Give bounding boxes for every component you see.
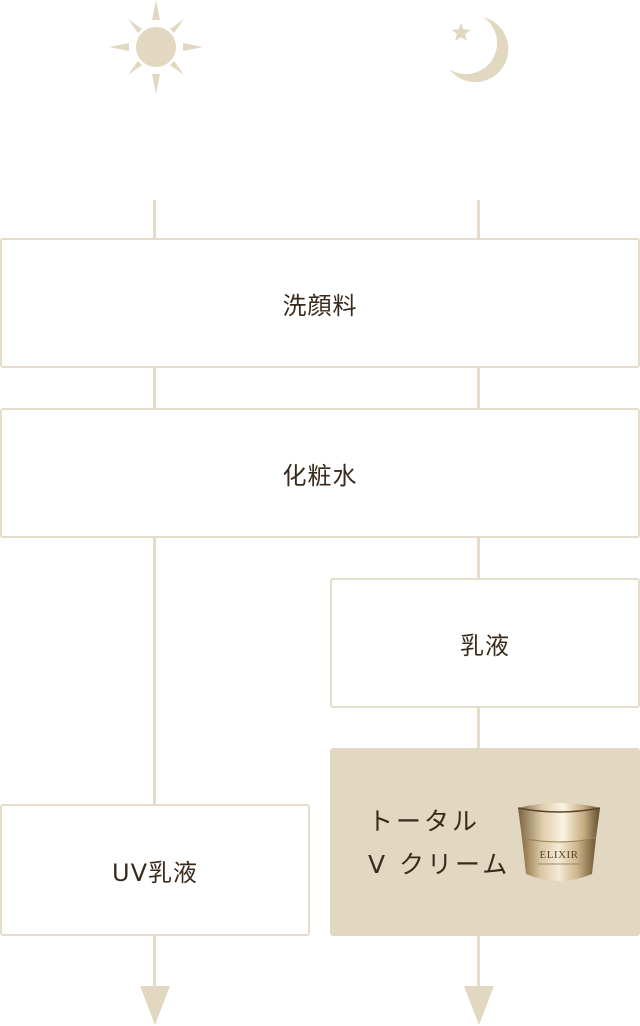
- morning-flow-line: [153, 200, 156, 1000]
- product-name: トータル V クリーム: [368, 800, 510, 886]
- emulsion-step: 乳液: [330, 578, 640, 708]
- uv-emulsion-step: UV乳液: [0, 804, 310, 936]
- svg-text:ELIXIR: ELIXIR: [539, 849, 578, 861]
- cream-jar-image: ELIXIR: [517, 803, 601, 881]
- night-arrow-down-icon: [464, 986, 494, 1025]
- cleanser-step: 洗顔料: [0, 238, 640, 368]
- product-name-line2: V クリーム: [368, 850, 511, 879]
- lotion-step: 化粧水: [0, 408, 640, 538]
- product-name-line1: トータル: [368, 807, 481, 836]
- morning-arrow-down-icon: [140, 986, 170, 1025]
- moon-star-icon: [449, 17, 509, 83]
- sun-icon: [109, 0, 203, 94]
